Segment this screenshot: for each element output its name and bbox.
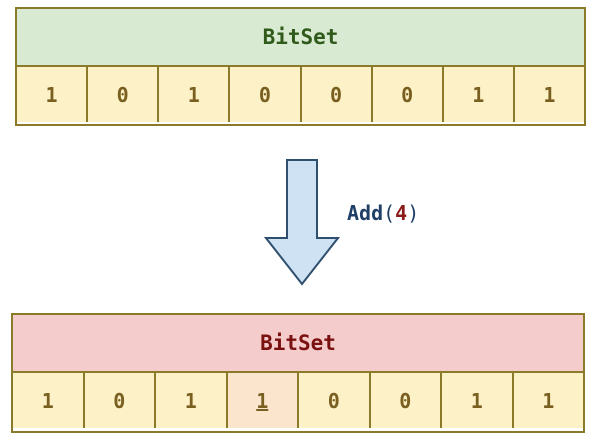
bit-cell: 0 — [299, 67, 371, 122]
operation-close-paren: ) — [407, 201, 420, 225]
bit-cell: 0 — [228, 67, 300, 122]
bit-cell: 0 — [82, 373, 154, 428]
bit-cell: 1 — [17, 67, 87, 122]
bit-cell: 0 — [370, 67, 442, 122]
bit-cell: 1 — [440, 373, 512, 428]
bit-cell: 0 — [368, 373, 440, 428]
bitset-after-cells: 1 0 1 1 0 0 1 1 — [13, 373, 583, 428]
operation-label: Add(4) — [347, 201, 419, 225]
bit-cell: 1 — [154, 373, 226, 428]
down-arrow-icon — [264, 159, 340, 286]
bitset-after: BitSet 1 0 1 1 0 0 1 1 — [11, 313, 585, 433]
bit-cell: 1 — [511, 373, 583, 428]
operation-open-paren: ( — [383, 201, 396, 225]
bit-cell: 0 — [297, 373, 369, 428]
operation-argument: 4 — [395, 201, 408, 225]
operation-name: Add — [347, 201, 384, 225]
bitset-after-title: BitSet — [13, 315, 583, 373]
bit-cell: 1 — [157, 67, 229, 122]
bit-cell: 1 — [13, 373, 83, 428]
bit-cell-changed: 1 — [225, 373, 297, 428]
bit-cell: 1 — [512, 67, 584, 122]
bitset-before: BitSet 1 0 1 0 0 0 1 1 — [15, 7, 586, 126]
bitset-before-cells: 1 0 1 0 0 0 1 1 — [17, 67, 584, 122]
bitset-before-title: BitSet — [17, 9, 584, 67]
bit-cell: 1 — [441, 67, 513, 122]
bit-cell: 0 — [86, 67, 158, 122]
